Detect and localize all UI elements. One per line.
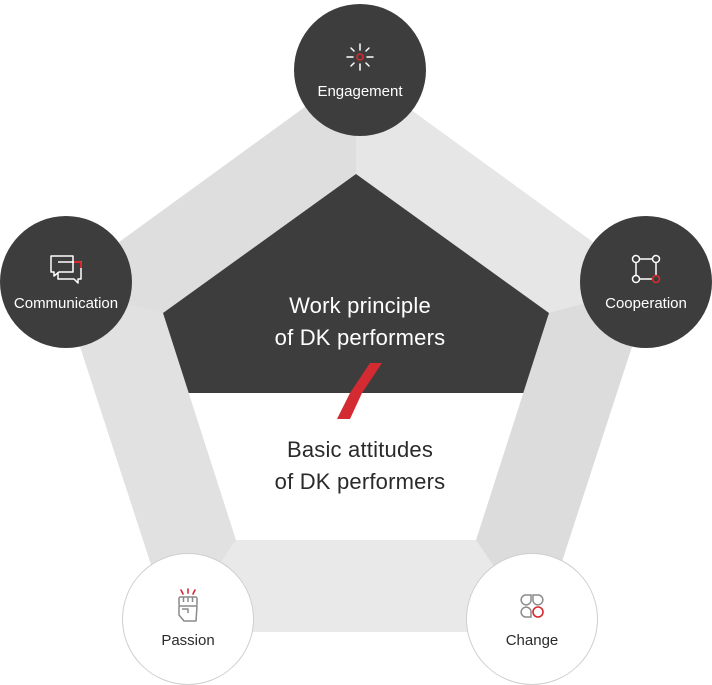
frame-facet-top-right: [356, 70, 652, 313]
engagement-node[interactable]: Engagement: [294, 4, 426, 136]
communication-node[interactable]: Communication: [0, 216, 132, 348]
passion-node[interactable]: Passion: [122, 553, 254, 685]
frame-facet-bottom: [173, 540, 539, 632]
communication-label: Communication: [13, 295, 119, 312]
work-principle-text: Work principle of DK performers: [200, 290, 520, 354]
cooperation-node[interactable]: Cooperation: [580, 216, 712, 348]
work-principle-line-1: Work principle: [289, 293, 431, 318]
frame-facet-right: [476, 285, 652, 632]
basic-attitudes-line-1: Basic attitudes: [286, 437, 434, 462]
raised-fist-icon: [178, 588, 198, 622]
connected-nodes-icon: [631, 254, 661, 284]
engagement-label: Engagement: [317, 83, 403, 100]
change-node[interactable]: Change: [466, 553, 598, 685]
target-burst-icon: [346, 43, 374, 71]
cooperation-label: Cooperation: [605, 295, 687, 312]
basic-attitudes-text: Basic attitudes of DK performers: [200, 434, 520, 498]
accent-slash-top: [350, 363, 382, 393]
clover-icon: [520, 594, 544, 618]
frame-facet-top-left: [60, 70, 356, 313]
frame-facet-left: [60, 285, 236, 632]
chat-bubbles-icon: [50, 255, 82, 284]
change-label: Change: [505, 632, 559, 649]
basic-attitudes-line-2: of DK performers: [274, 469, 446, 494]
passion-label: Passion: [161, 632, 215, 649]
work-principle-line-2: of DK performers: [274, 325, 446, 350]
accent-slash-bottom: [337, 393, 362, 419]
